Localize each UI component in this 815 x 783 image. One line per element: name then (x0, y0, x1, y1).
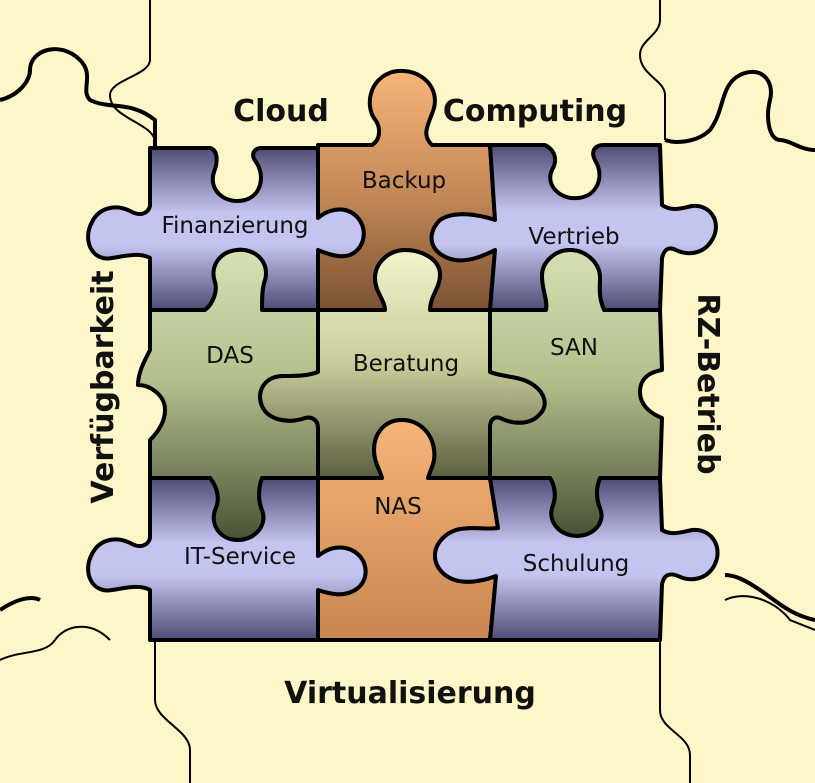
frame-right-bottom (724, 573, 815, 622)
piece-vertrieb (429, 143, 718, 312)
label-san: SAN (550, 335, 598, 361)
frame-seam-bottom-left (154, 640, 191, 783)
puzzle-pieces (86, 68, 720, 642)
frame-label-cloud: Cloud (233, 94, 329, 129)
frame-seam-top-right (638, 0, 666, 140)
piece-it-service (86, 476, 368, 642)
label-schulung: Schulung (523, 551, 630, 577)
frame-seam-top-left (108, 0, 156, 141)
label-it-service: IT-Service (184, 544, 296, 570)
label-finanzierung: Finanzierung (161, 213, 308, 239)
frame-left-bottom (0, 596, 41, 612)
frame-label-virtualisierung: Virtualisierung (284, 676, 536, 711)
frame-top-edge (0, 47, 157, 148)
label-nas: NAS (374, 494, 422, 520)
piece-schulung (433, 476, 720, 642)
frame-label-verfuegbarkeit: Verfügbarkeit (86, 270, 121, 503)
label-backup: Backup (362, 168, 446, 194)
label-das: DAS (206, 343, 254, 369)
frame-seam-right-mid (724, 595, 815, 631)
frame-right-top (664, 69, 815, 152)
frame-seam-bottom-right (659, 640, 691, 783)
frame-outline (0, 47, 815, 622)
frame-label-rz-betrieb: RZ-Betrieb (690, 293, 725, 474)
frame-label-computing: Computing (443, 94, 627, 129)
label-vertrieb: Vertrieb (528, 224, 619, 250)
label-beratung: Beratung (353, 351, 459, 377)
frame-seam-left-mid (0, 625, 111, 661)
